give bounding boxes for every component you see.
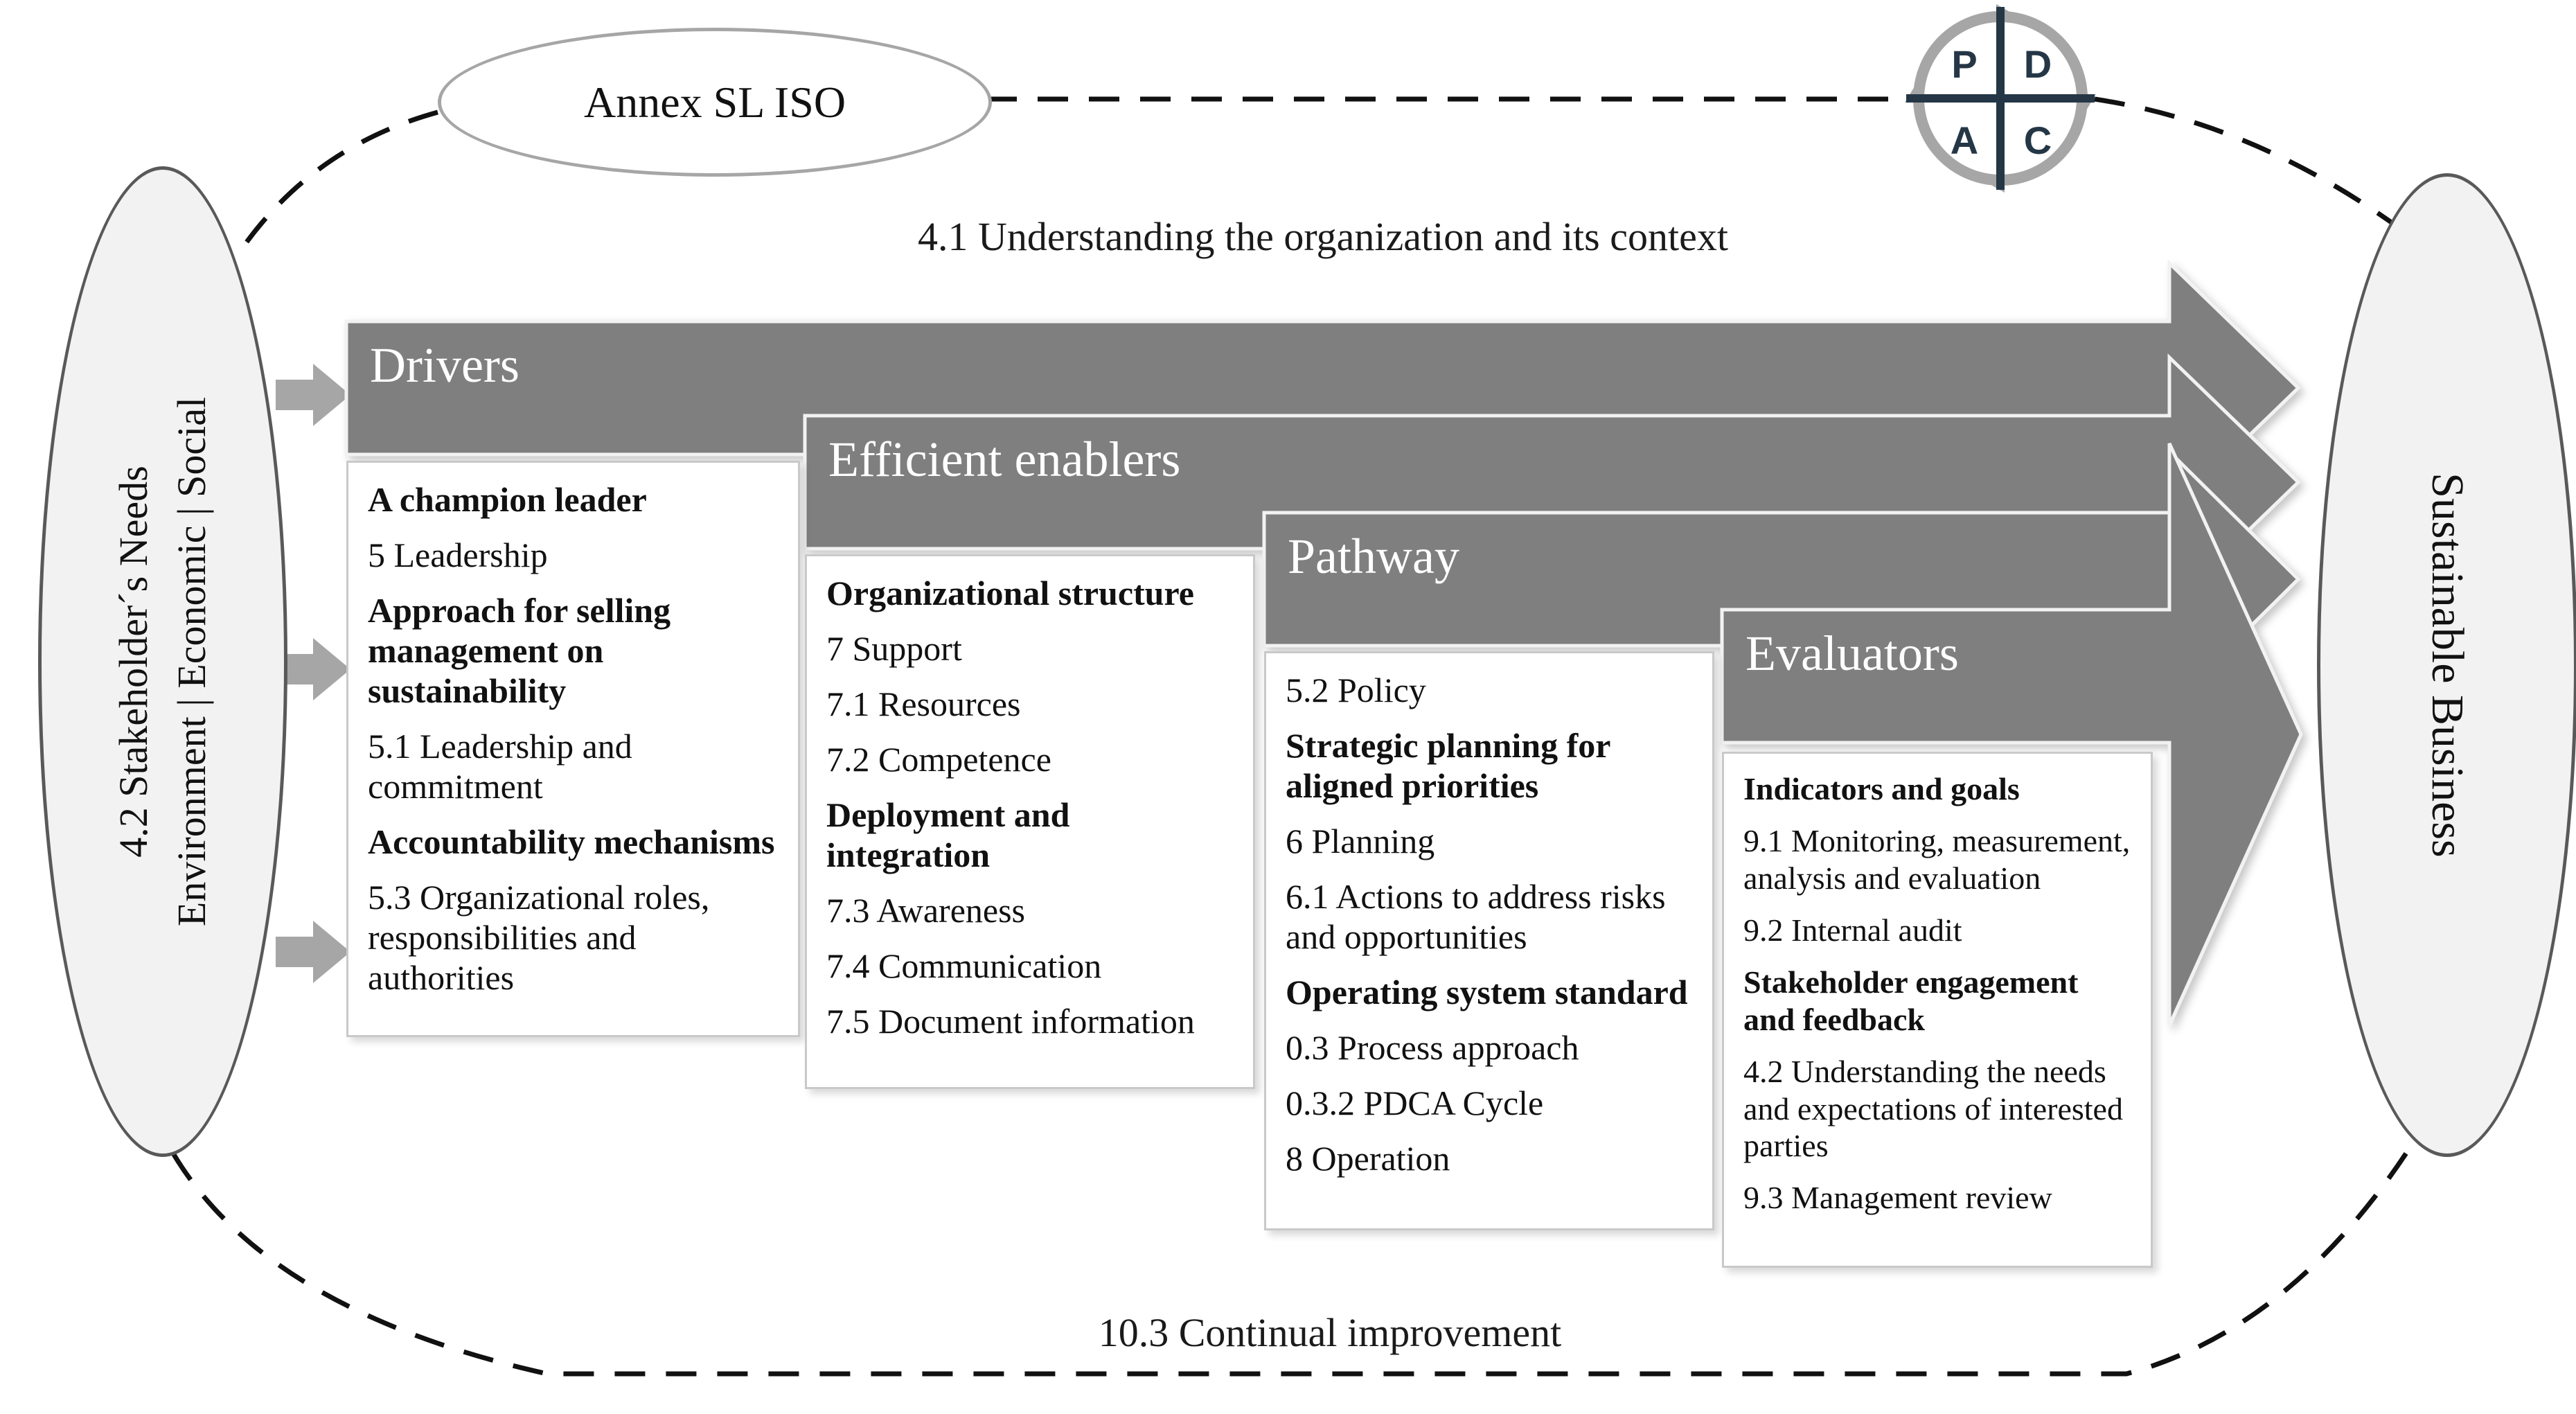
list-item: 5.1 Leadership and commitment <box>368 727 632 806</box>
pdca-letter-d: D <box>2024 42 2052 86</box>
list-item: 7 Support <box>826 629 962 668</box>
efficient-enablers-content-box: Organizational structure 7 Support 7.1 Res… <box>805 554 1255 1089</box>
list-item: 7.2 Competence <box>826 740 1051 779</box>
list-item: 0.3 Process approach <box>1286 1028 1579 1067</box>
list-item: Stakeholder engagement and feedback <box>1743 964 2079 1037</box>
list-item: Organizational structure <box>826 574 1194 612</box>
list-item: 0.3.2 PDCA Cycle <box>1286 1084 1544 1122</box>
list-item: 5.2 Policy <box>1286 671 1426 709</box>
pdca-letter-p: P <box>1951 42 1977 86</box>
annex-sl-iso-label: Annex SL ISO <box>583 77 846 127</box>
list-item: 7.4 Communication <box>826 946 1102 985</box>
banner-evaluators <box>1720 442 2303 1027</box>
list-item: 4.2 Understanding the needs and expectat… <box>1743 1054 2123 1163</box>
stakeholder-needs-label: 4.2 Stakeholder´s Needs Environment | Ec… <box>105 191 221 1133</box>
list-item: 6.1 Actions to address risks and opportu… <box>1286 877 1666 956</box>
right-arrow-icon <box>276 364 350 426</box>
stakeholder-needs-line1: 4.2 Stakeholder´s Needs <box>111 466 156 858</box>
pdca-cross <box>1906 7 2095 190</box>
list-item: Strategic planning for aligned prioritie… <box>1286 726 1610 805</box>
list-item: 9.1 Monitoring, measurement, analysis an… <box>1743 823 2131 896</box>
sustainable-business-label: Sustainable Business <box>2422 472 2473 858</box>
list-item: 7.1 Resources <box>826 684 1021 723</box>
stakeholder-arrows <box>276 364 350 983</box>
pdca-cycle-icon: P D A C <box>1905 4 2096 193</box>
list-item: 6 Planning <box>1286 822 1435 860</box>
stakeholder-needs-line2: Environment | Economic | Social <box>169 396 214 927</box>
list-item: 9.2 Internal audit <box>1743 912 1962 948</box>
banner-title-drivers: Drivers <box>370 337 519 393</box>
stakeholder-needs-ellipse: 4.2 Stakeholder´s Needs Environment | Ec… <box>38 166 287 1157</box>
list-item: 5 Leadership <box>368 536 548 574</box>
list-item: 7.5 Document information <box>826 1002 1195 1041</box>
list-item: A champion leader <box>368 480 647 519</box>
list-item: 9.3 Management review <box>1743 1180 2052 1216</box>
list-item: Operating system standard <box>1286 973 1688 1011</box>
banner-title-evaluators: Evaluators <box>1746 626 1959 681</box>
context-label: 4.1 Understanding the organization and i… <box>918 214 1728 259</box>
right-arrow-icon <box>276 638 350 700</box>
improvement-label: 10.3 Continual improvement <box>1098 1310 1562 1355</box>
list-item: 7.3 Awareness <box>826 891 1026 930</box>
pdca-letter-c: C <box>2024 118 2052 162</box>
dashed-connector-top-left <box>237 109 438 254</box>
pdca-letter-a: A <box>1951 118 1978 162</box>
list-item: Indicators and goals <box>1743 771 2020 806</box>
banner-title-pathway: Pathway <box>1288 529 1459 584</box>
annex-sl-iso-ellipse: Annex SL ISO <box>438 28 992 177</box>
right-arrow-icon <box>276 921 350 983</box>
list-item: 5.3 Organizational roles, responsibiliti… <box>368 878 710 997</box>
list-item: 8 Operation <box>1286 1139 1450 1178</box>
banner-title-efficient-enablers: Efficient enablers <box>828 432 1181 487</box>
evaluators-content-box: Indicators and goals 9.1 Monitoring, meas… <box>1722 752 2153 1268</box>
list-item: Accountability mechanisms <box>368 822 775 861</box>
list-item: Approach for selling management on susta… <box>368 591 671 710</box>
sustainable-business-ellipse: Sustainable Business <box>2317 173 2576 1157</box>
list-item: Deployment and integration <box>826 795 1070 874</box>
dashed-connector-top-right <box>2094 96 2402 231</box>
